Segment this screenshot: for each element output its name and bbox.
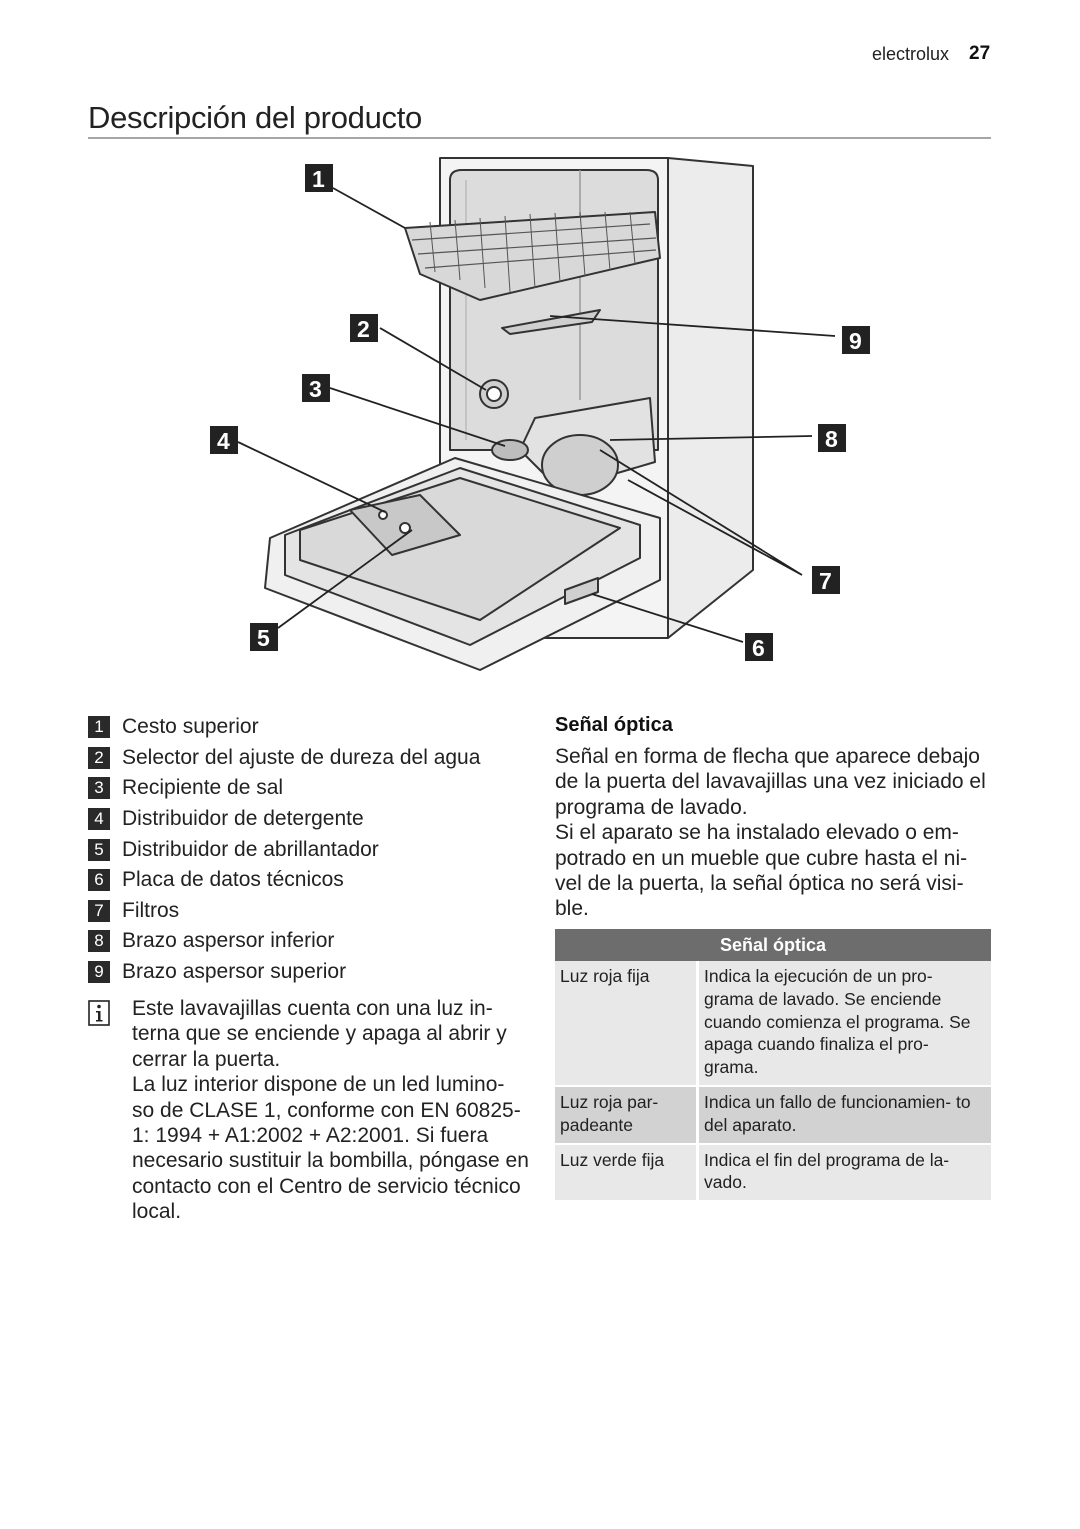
info-paragraph: Este lavavajillas cuenta con una luz in-… <box>132 997 507 1071</box>
info-paragraph: La luz interior dispone de un led lumino… <box>132 1073 529 1224</box>
signal-cell: Luz roja fija <box>555 961 699 1086</box>
component-legend: 1 Cesto superior 2 Selector del ajuste de … <box>88 712 528 987</box>
legend-item: 1 Cesto superior <box>88 712 528 743</box>
legend-label: Distribuidor de abrillantador <box>122 837 379 861</box>
table-row: Luz roja par- padeante Indica un fallo d… <box>555 1084 991 1144</box>
legend-item: 4 Distribuidor de detergente <box>88 804 528 835</box>
svg-text:5: 5 <box>257 625 270 651</box>
callout-4: 4 <box>210 426 238 454</box>
svg-text:2: 2 <box>357 316 370 342</box>
section-paragraph: Si el aparato se ha instalado elevado o … <box>555 821 968 921</box>
legend-item: 6 Placa de datos técnicos <box>88 865 528 896</box>
legend-number: 8 <box>88 930 110 953</box>
page-number: 27 <box>969 43 991 64</box>
callout-5: 5 <box>250 623 278 651</box>
callout-8: 8 <box>818 424 846 452</box>
svg-text:3: 3 <box>309 376 322 402</box>
page-title: Descripción del producto <box>88 100 422 135</box>
svg-text:9: 9 <box>849 328 862 354</box>
legend-label: Distribuidor de detergente <box>122 807 364 831</box>
header-brand: electrolux <box>872 44 950 64</box>
callout-9: 9 <box>842 326 870 354</box>
legend-number: 1 <box>88 716 110 739</box>
legend-number: 4 <box>88 808 110 831</box>
callout-2: 2 <box>350 314 378 342</box>
legend-number: 7 <box>88 899 110 922</box>
table-row: Luz verde fija Indica el fin del program… <box>555 1142 991 1201</box>
callout-6: 6 <box>745 633 773 661</box>
legend-label: Cesto superior <box>122 715 259 739</box>
info-icon <box>88 1000 110 1026</box>
table-header: Señal óptica <box>555 929 991 961</box>
legend-item: 2 Selector del ajuste de dureza del agua <box>88 743 528 774</box>
callout-1: 1 <box>305 164 333 192</box>
legend-label: Selector del ajuste de dureza del agua <box>122 745 481 769</box>
callout-3: 3 <box>302 374 330 402</box>
info-text: Este lavavajillas cuenta con una luz in-… <box>132 996 532 1225</box>
title-divider <box>88 137 991 139</box>
svg-text:8: 8 <box>825 426 838 452</box>
optical-signal-table: Señal óptica Luz roja fija Indica la eje… <box>555 929 991 1201</box>
legend-label: Placa de datos técnicos <box>122 868 344 892</box>
legend-label: Recipiente de sal <box>122 776 284 800</box>
svg-text:4: 4 <box>217 428 230 454</box>
table-row: Luz roja fija Indica la ejecución de un … <box>555 961 991 1086</box>
legend-label: Brazo aspersor superior <box>122 960 347 984</box>
section-paragraph: Señal en forma de flecha que aparece deb… <box>555 745 986 819</box>
meaning-cell: Indica un fallo de funcionamien- to del … <box>697 1084 991 1144</box>
legend-item: 7 Filtros <box>88 896 528 927</box>
dishwasher-illustration: 1 2 3 4 5 6 7 8 9 <box>180 150 880 700</box>
legend-label: Brazo aspersor inferior <box>122 929 335 953</box>
signal-cell: Luz verde fija <box>555 1142 699 1201</box>
legend-item: 8 Brazo aspersor inferior <box>88 926 528 957</box>
legend-label: Filtros <box>122 898 180 922</box>
legend-item: 5 Distribuidor de abrillantador <box>88 834 528 865</box>
meaning-cell: Indica el fin del programa de la- vado. <box>697 1142 991 1201</box>
legend-item: 9 Brazo aspersor superior <box>88 957 528 988</box>
signal-cell: Luz roja par- padeante <box>555 1084 699 1144</box>
legend-number: 5 <box>88 838 110 861</box>
legend-number: 2 <box>88 746 110 769</box>
legend-number: 3 <box>88 777 110 800</box>
svg-text:1: 1 <box>312 166 325 192</box>
legend-item: 3 Recipiente de sal <box>88 773 528 804</box>
legend-number: 6 <box>88 869 110 892</box>
optical-signal-section: Señal óptica Señal en forma de flecha qu… <box>555 712 991 922</box>
svg-text:7: 7 <box>819 568 832 594</box>
legend-number: 9 <box>88 961 110 984</box>
meaning-cell: Indica la ejecución de un pro- grama de … <box>697 961 991 1086</box>
svg-text:6: 6 <box>752 635 765 661</box>
section-title: Señal óptica <box>555 714 673 736</box>
callout-7: 7 <box>812 566 840 594</box>
